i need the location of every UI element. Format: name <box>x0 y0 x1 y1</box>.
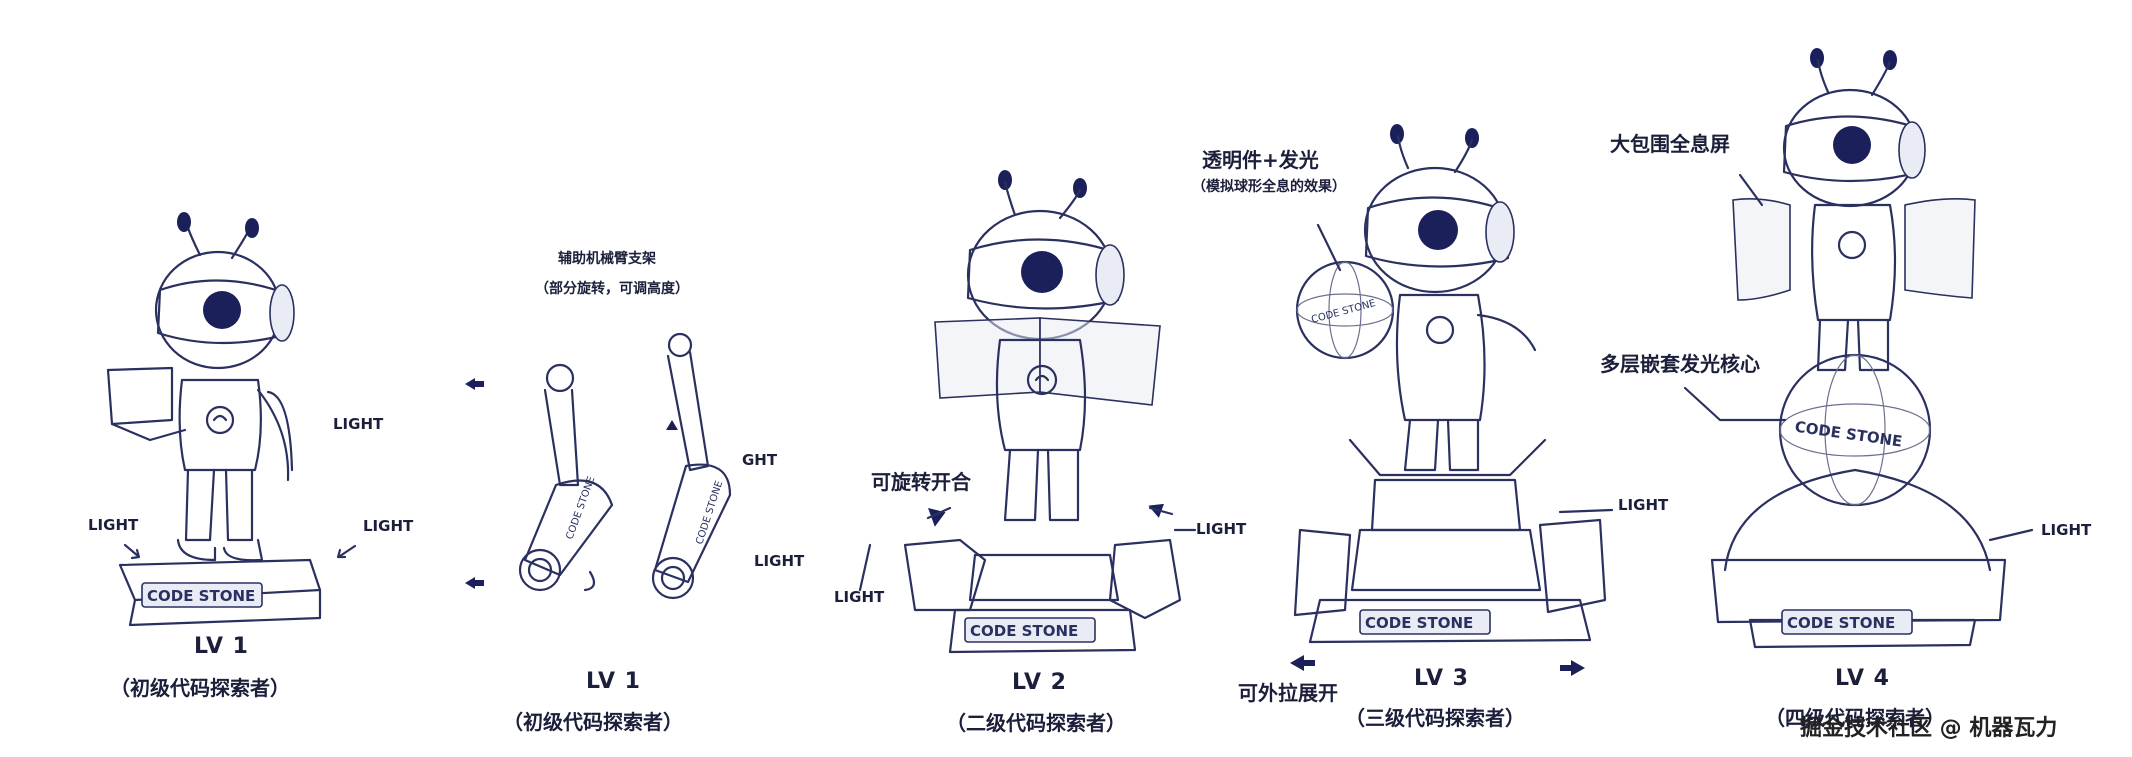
level-title-3: LV 2 <box>1012 670 1067 695</box>
figure-lv2-robot: CODE STONE <box>858 170 1197 654</box>
level-subtitle-5: （四级代码探索者） <box>1765 706 1945 730</box>
figure-lv4-robot: CODE STONE CODE STONE <box>1683 48 2034 649</box>
light-label: LIGHT <box>2041 521 2092 539</box>
plaque-text: CODE STONE <box>1787 614 1895 632</box>
level-title-5: LV 4 <box>1835 666 1890 691</box>
figure-robot-arms: CODE STONE CODE STONE <box>465 332 732 600</box>
arm-subtitle: （部分旋转，可调高度） <box>535 281 689 297</box>
light-label: LIGHT <box>1196 520 1247 538</box>
light-label: LIGHT <box>363 517 414 535</box>
holo-screen-label: 大包围全息屏 <box>1610 132 1730 156</box>
level-subtitle-1: （初级代码探索者） <box>110 676 290 700</box>
level-subtitle-3: （二级代码探索者） <box>946 711 1126 735</box>
light-label: LIGHT <box>88 516 139 534</box>
eye-icon <box>1021 251 1063 293</box>
arm-title: 辅助机械臂支架 <box>558 251 656 267</box>
eye-icon <box>203 291 241 329</box>
level-title-1: LV 1 <box>194 634 249 659</box>
plaque-text: CODE STONE <box>970 622 1078 640</box>
level-title-4: LV 3 <box>1414 666 1469 691</box>
pull-out-label: 可外拉展开 <box>1238 681 1338 705</box>
eye-icon <box>1418 210 1458 250</box>
transparent-label: 透明件+发光 <box>1202 148 1319 172</box>
sphere-text: CODE STONE <box>1794 418 1904 451</box>
plaque-text: CODE STONE <box>147 587 255 605</box>
level-subtitle-4: （三级代码探索者） <box>1345 706 1525 730</box>
level-title-2: LV 1 <box>586 669 641 694</box>
transparent-sublabel: （模拟球形全息的效果） <box>1192 179 1346 195</box>
rotatable-label: 可旋转开合 <box>871 470 971 494</box>
light-label: GHT <box>742 451 778 469</box>
level-subtitle-2: （初级代码探索者） <box>503 710 683 734</box>
light-label: LIGHT <box>834 588 885 606</box>
figure-lv1-robot: CODE STONE <box>106 212 357 627</box>
plaque-text: CODE STONE <box>1365 614 1473 632</box>
light-label: LIGHT <box>1618 496 1669 514</box>
eye-icon <box>1833 126 1871 164</box>
sphere-text: CODE STONE <box>1310 298 1377 326</box>
watermark: 掘金技术社区 @ 机器瓦力 <box>1800 716 2058 741</box>
light-label: LIGHT <box>333 415 384 433</box>
light-label: LIGHT <box>754 552 805 570</box>
figure-lv3-robot: CODE STONE CODE STONE <box>1290 124 1614 676</box>
core-label: 多层嵌套发光核心 <box>1600 352 1760 376</box>
